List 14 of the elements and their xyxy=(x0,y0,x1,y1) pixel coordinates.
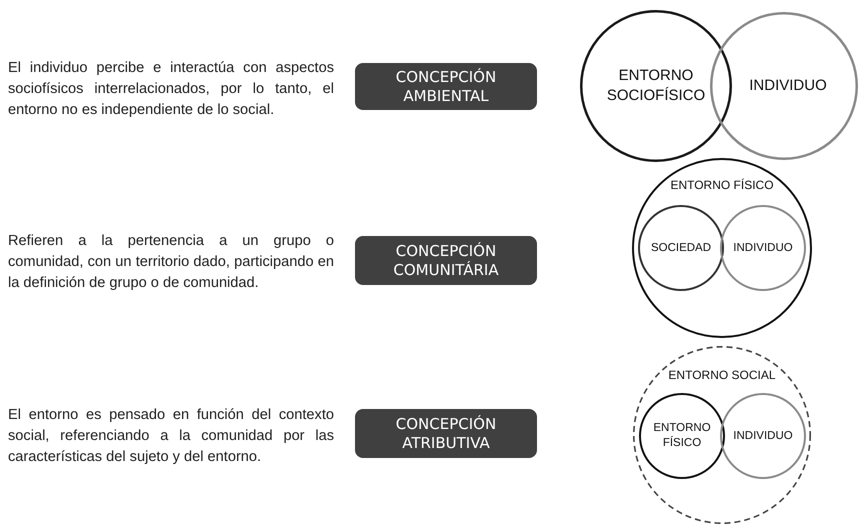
concept-box: CONCEPCIÓN ATRIBUTIVA xyxy=(355,409,537,458)
circle-label: ENTORNO FÍSICO xyxy=(652,421,712,451)
circle-label: INDIVIDUO xyxy=(748,76,828,96)
concept-box: CONCEPCIÓN AMBIENTAL xyxy=(355,63,537,110)
circle-label: SOCIEDAD xyxy=(650,241,712,255)
concept-box: CONCEPCIÓN COMUNITÁRIA xyxy=(355,236,537,285)
circle-label: ENTORNO FÍSICO xyxy=(669,178,775,192)
circle-label: INDIVIDUO xyxy=(732,429,794,443)
circle-label: ENTORNO SOCIOFÍSICO xyxy=(606,66,706,106)
description-paragraph: El entorno es pensado en función del contexto social, referenciando a la comunidad por las características del sujeto y del entorno. xyxy=(8,406,334,467)
circle-label: INDIVIDUO xyxy=(732,241,794,255)
description-paragraph: El individuo percibe e interactúa con aspectos sociofísicos interrelacionados, por lo tanto, el entorno no es independiente de lo social. xyxy=(8,59,334,120)
circle-label: ENTORNO SOCIAL xyxy=(667,368,777,382)
description-paragraph: Refieren a la pertenencia a un grupo o comunidad, con un territorio dado, participando en la definición de grupo o de comunidad. xyxy=(8,232,334,293)
